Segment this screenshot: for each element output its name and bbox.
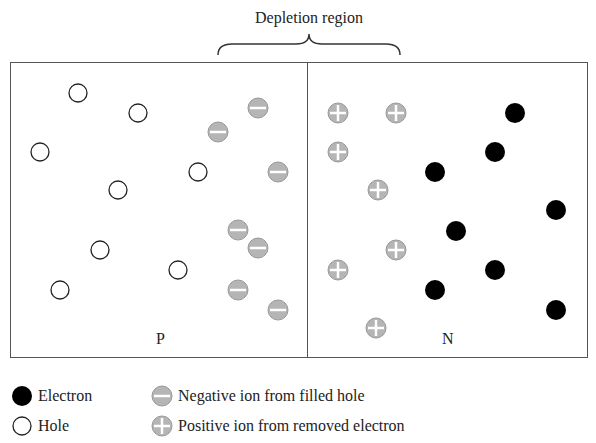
- negative-ion: [208, 122, 228, 142]
- hole: [129, 104, 147, 122]
- negative-ion: [152, 386, 172, 406]
- electron: [485, 260, 505, 280]
- positive-ion: [366, 318, 386, 338]
- legend-symbols: [12, 386, 172, 436]
- legend-text: Hole: [38, 418, 69, 434]
- hole: [51, 281, 69, 299]
- legend-text: Positive ion from removed electron: [178, 418, 405, 434]
- positive-ion: [386, 240, 406, 260]
- electron: [12, 386, 32, 406]
- hole: [13, 417, 31, 435]
- negative-ion: [268, 162, 288, 182]
- hole: [109, 181, 127, 199]
- negative-ion: [228, 280, 248, 300]
- electron: [425, 280, 445, 300]
- semiconductor-region: N: [307, 62, 588, 358]
- negative-ion: [248, 238, 268, 258]
- region-letter: N: [442, 331, 454, 347]
- particles: [31, 84, 566, 338]
- legend-text: Negative ion from filled hole: [178, 388, 365, 404]
- region-label: Depletion region: [255, 10, 363, 26]
- negative-ion: [228, 220, 248, 240]
- hole: [169, 261, 187, 279]
- legend-text: Electron: [38, 388, 92, 404]
- positive-ion: [368, 180, 388, 200]
- positive-ion: [152, 416, 172, 436]
- negative-ion: [248, 98, 268, 118]
- electron: [425, 162, 445, 182]
- electron: [546, 300, 566, 320]
- depletion-bracket: [218, 34, 400, 55]
- positive-ion: [328, 103, 348, 123]
- region-letter: P: [156, 331, 165, 347]
- negative-ion: [268, 300, 288, 320]
- hole: [189, 163, 207, 181]
- electron: [505, 103, 525, 123]
- positive-ion: [386, 103, 406, 123]
- electron: [446, 221, 466, 241]
- positive-ion: [328, 260, 348, 280]
- electron: [546, 200, 566, 220]
- semiconductor-region: P: [10, 62, 308, 358]
- electron: [485, 142, 505, 162]
- positive-ion: [328, 142, 348, 162]
- hole: [91, 241, 109, 259]
- hole: [31, 143, 49, 161]
- hole: [69, 84, 87, 102]
